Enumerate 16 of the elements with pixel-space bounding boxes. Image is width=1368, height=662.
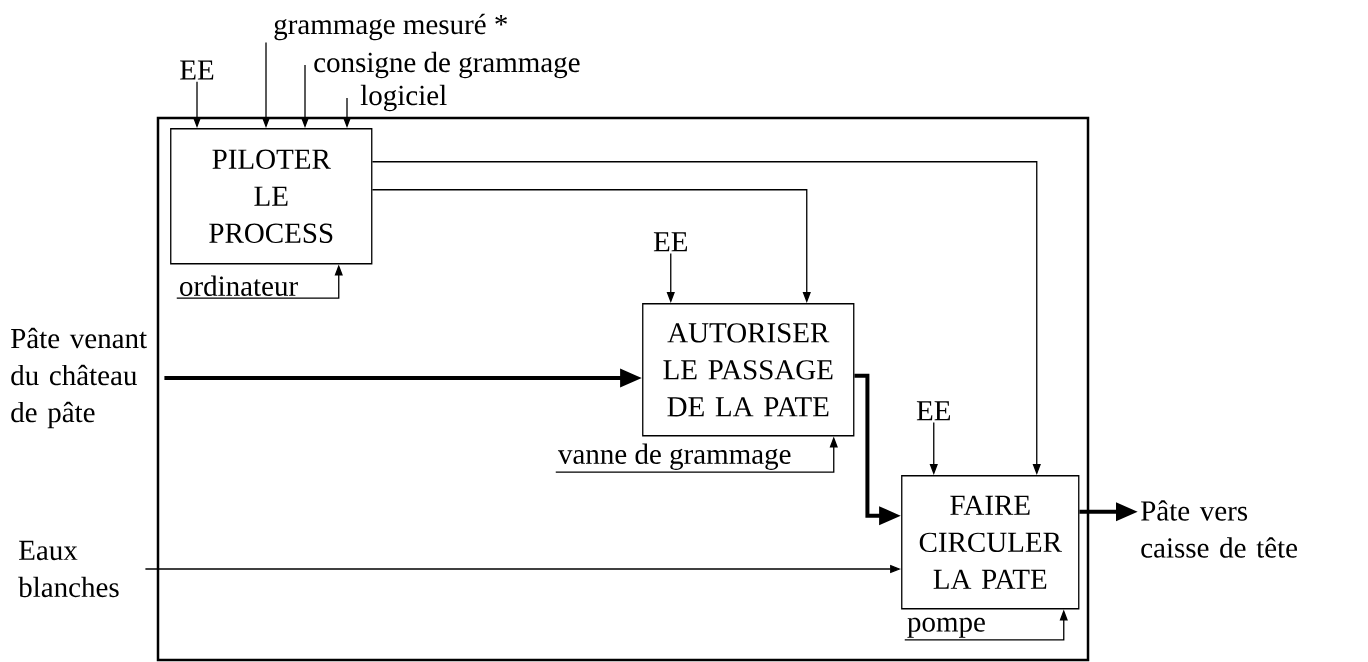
arrow-label: EE	[916, 401, 951, 421]
arrow-label: ordinateur	[180, 275, 298, 296]
arrow-label: Eaux blanches	[18, 540, 119, 598]
arrow-label: logiciel	[360, 84, 447, 112]
arrow-label: EE	[653, 232, 688, 252]
arrow-label: consigne de grammage	[314, 51, 580, 79]
arrow-label: grammage mesuré *	[274, 13, 507, 41]
arrow-label: vanne de grammage	[557, 443, 791, 470]
arrow-label: Pâte vers caisse de tête	[1141, 500, 1298, 558]
arrow-label: EE	[180, 60, 214, 80]
process-box: FAIRE CIRCULER LA PATE	[901, 475, 1080, 610]
process-box: PILOTER LE PROCESS	[170, 128, 373, 265]
frame-box	[156, 116, 1090, 662]
process-box: AUTORISER LE PASSAGE DE LA PATE	[642, 303, 855, 437]
arrow-label: Pâte venant du château de pâte	[11, 327, 147, 429]
arrow-label: pompe	[907, 617, 985, 638]
